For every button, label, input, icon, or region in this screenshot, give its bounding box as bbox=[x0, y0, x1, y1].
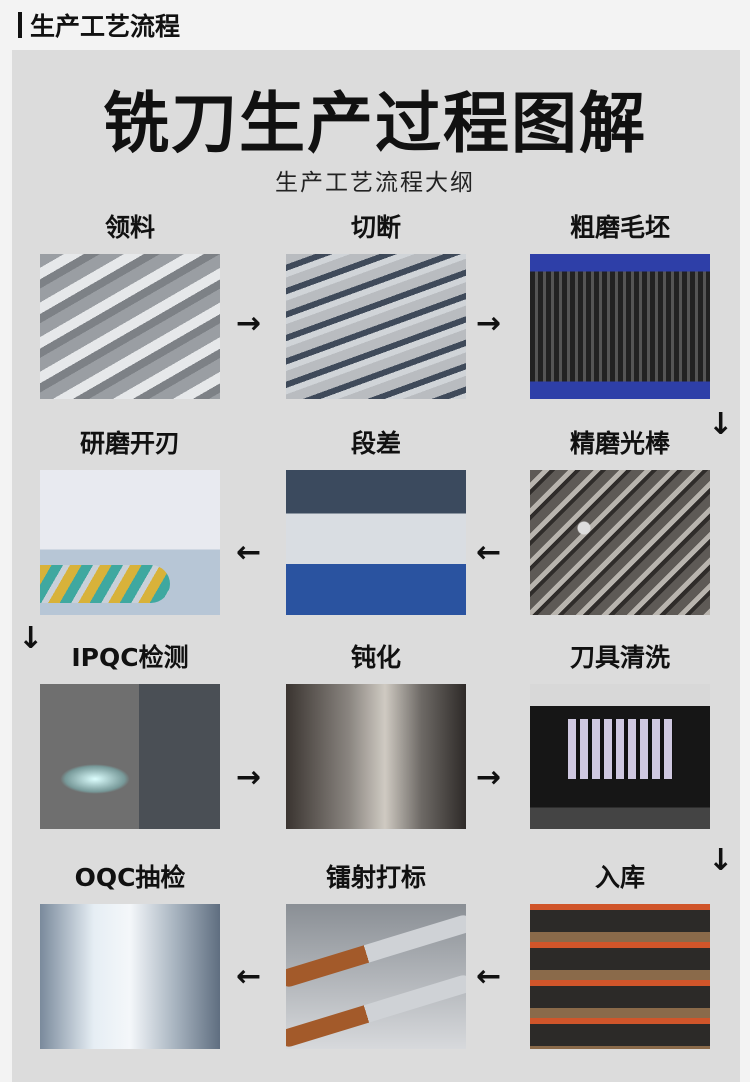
arrow-right-icon: → bbox=[236, 306, 262, 341]
step-label: 切断 bbox=[350, 213, 401, 242]
header-bar bbox=[18, 12, 22, 38]
step-rough-grinding: 粗磨毛坯 bbox=[530, 212, 710, 399]
step-image bbox=[40, 904, 220, 1049]
step-image bbox=[40, 254, 220, 399]
step-passivation: 钝化 bbox=[286, 642, 466, 829]
step-ipqc: IPQC检测 bbox=[40, 642, 220, 829]
step-step-diff: 段差 bbox=[286, 428, 466, 615]
arrow-left-icon: ← bbox=[476, 535, 502, 570]
step-fine-grinding: 精磨光棒 bbox=[530, 428, 710, 615]
step-edge-grinding: 研磨开刃 bbox=[40, 428, 220, 615]
step-image bbox=[530, 254, 710, 399]
arrow-left-icon: ← bbox=[236, 959, 262, 994]
arrow-down-icon: ↓ bbox=[18, 621, 44, 656]
step-laser-marking: 镭射打标 bbox=[286, 862, 466, 1049]
step-label: 刀具清洗 bbox=[569, 643, 670, 672]
arrow-right-icon: → bbox=[476, 306, 502, 341]
step-material-pick: 领料 bbox=[40, 212, 220, 399]
arrow-left-icon: ← bbox=[476, 959, 502, 994]
step-label: IPQC检测 bbox=[71, 643, 189, 672]
arrow-right-icon: → bbox=[236, 760, 262, 795]
step-cleaning: 刀具清洗 bbox=[530, 642, 710, 829]
step-image bbox=[286, 684, 466, 829]
step-label: 粗磨毛坯 bbox=[569, 213, 670, 242]
step-image bbox=[40, 470, 220, 615]
step-label: OQC抽检 bbox=[74, 863, 186, 892]
step-cutting: 切断 bbox=[286, 212, 466, 399]
page-subtitle: 生产工艺流程大纲 bbox=[275, 170, 475, 196]
step-image bbox=[286, 904, 466, 1049]
arrow-left-icon: ← bbox=[236, 535, 262, 570]
step-image bbox=[40, 684, 220, 829]
step-label: 研磨开刃 bbox=[79, 429, 180, 458]
step-label: 段差 bbox=[350, 429, 401, 458]
section-header: 生产工艺流程 bbox=[18, 8, 180, 42]
step-oqc: OQC抽检 bbox=[40, 862, 220, 1049]
step-label: 镭射打标 bbox=[325, 863, 426, 892]
step-label: 领料 bbox=[104, 213, 155, 242]
section-title: 生产工艺流程 bbox=[30, 12, 181, 41]
step-image bbox=[530, 684, 710, 829]
step-label: 精磨光棒 bbox=[569, 429, 670, 458]
arrow-down-icon: ↓ bbox=[708, 843, 734, 878]
arrow-right-icon: → bbox=[476, 760, 502, 795]
step-image bbox=[530, 470, 710, 615]
step-label: 入库 bbox=[594, 863, 645, 892]
step-label: 钝化 bbox=[350, 643, 401, 672]
step-image bbox=[530, 904, 710, 1049]
step-image bbox=[286, 254, 466, 399]
step-image bbox=[286, 470, 466, 615]
arrow-down-icon: ↓ bbox=[708, 407, 734, 442]
page-title: 铣刀生产过程图解 bbox=[103, 85, 647, 162]
step-warehousing: 入库 bbox=[530, 862, 710, 1049]
